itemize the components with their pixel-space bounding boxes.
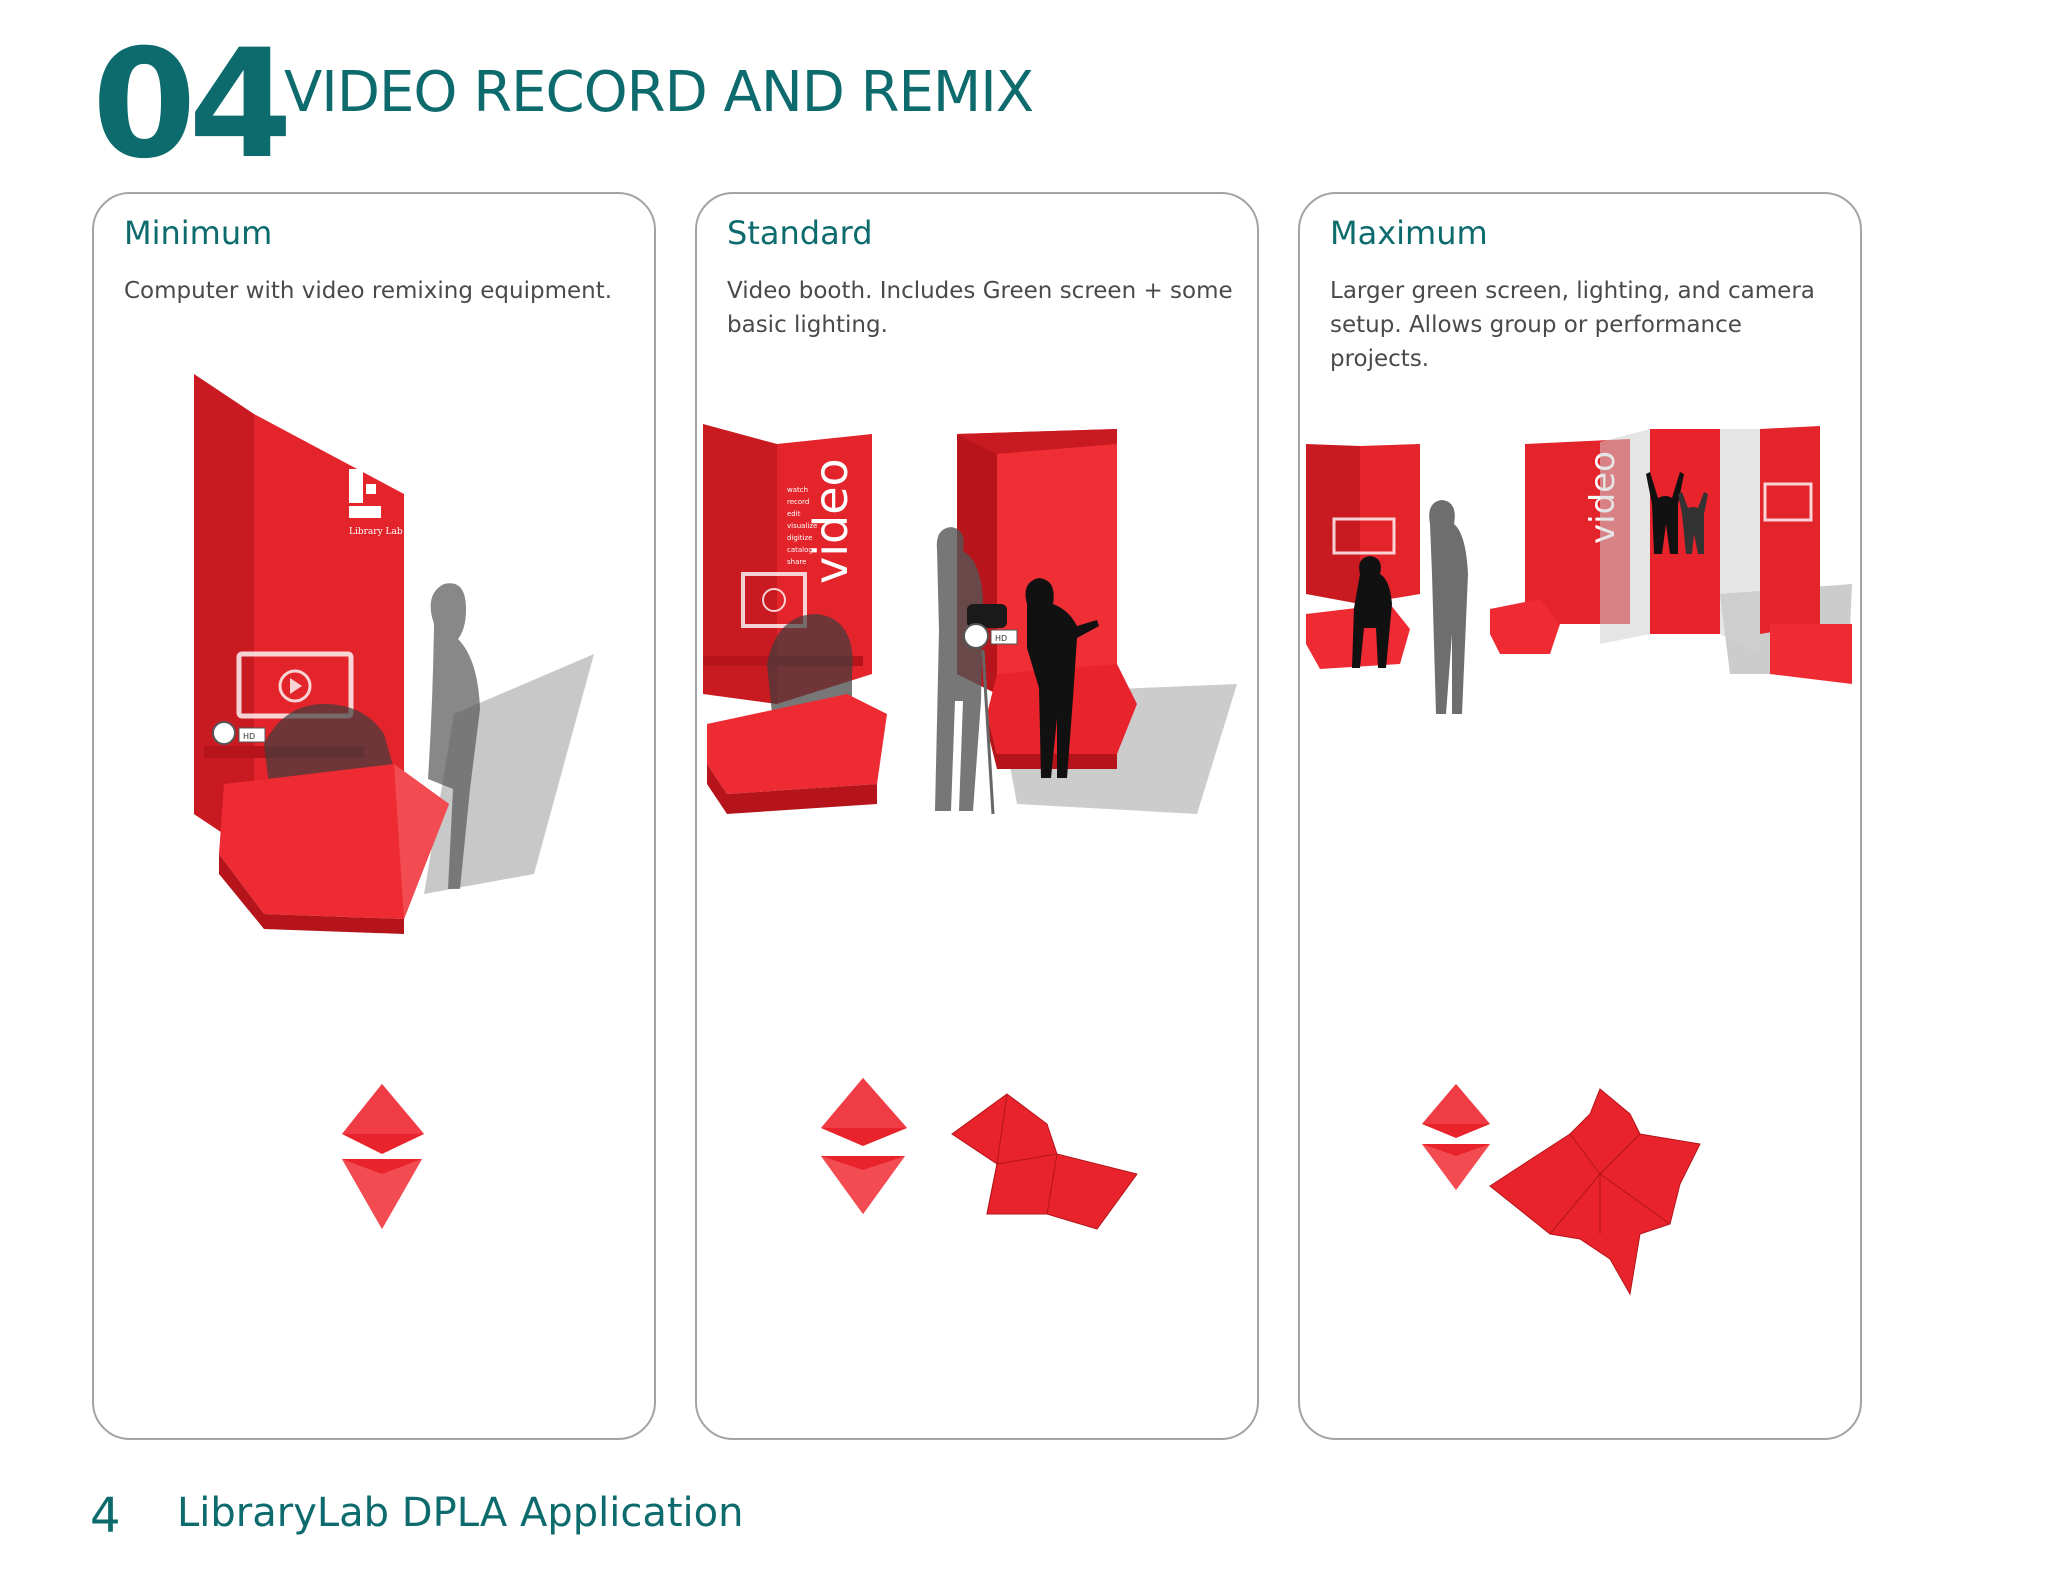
panel-standard: Standard Video booth. Includes Green scr… [695,192,1259,1440]
page-number: 4 [90,1488,121,1544]
section-number: 04 [92,18,293,192]
panel-maximum: Maximum Larger green screen, lighting, a… [1298,192,1862,1440]
panel-description: Video booth. Includes Green screen + som… [727,278,1233,338]
camera-badge: HD [995,634,1007,643]
booth-logo-text: Library Lab [349,527,403,537]
panel-heading: Maximum [1330,214,1488,252]
standard-floorplan [821,1078,1138,1230]
minimum-floorplan [342,1084,424,1229]
panel-description: Computer with video remixing equipment. [124,278,613,304]
camera-badge: HD [243,732,255,741]
wall-menu-item: catalog [787,546,813,554]
standard-booth-illustration: video watch record edit visualize digiti… [703,424,1237,815]
panel-description: Larger green screen, lighting, and camer… [1330,278,1815,372]
maximum-booth-illustration: video [1306,426,1852,714]
wall-menu-item: watch [787,486,808,494]
minimum-booth-illustration: Library Lab HD [194,374,594,934]
panel-heading: Standard [727,214,873,252]
wall-menu-item: share [787,558,806,566]
footer-title: LibraryLab DPLA Application [177,1490,744,1536]
wall-menu-item: edit [787,510,801,518]
section-title: VIDEO RECORD AND REMIX [284,60,1034,125]
wall-menu-item: record [787,498,809,506]
wall-menu-item: digitize [787,534,812,542]
wall-word: video [804,458,858,584]
panel-minimum: Minimum Computer with video remixing equ… [92,192,656,1440]
panel-heading: Minimum [124,214,273,252]
wall-menu-item: visualize [787,522,817,530]
maximum-floorplan [1422,1084,1701,1296]
